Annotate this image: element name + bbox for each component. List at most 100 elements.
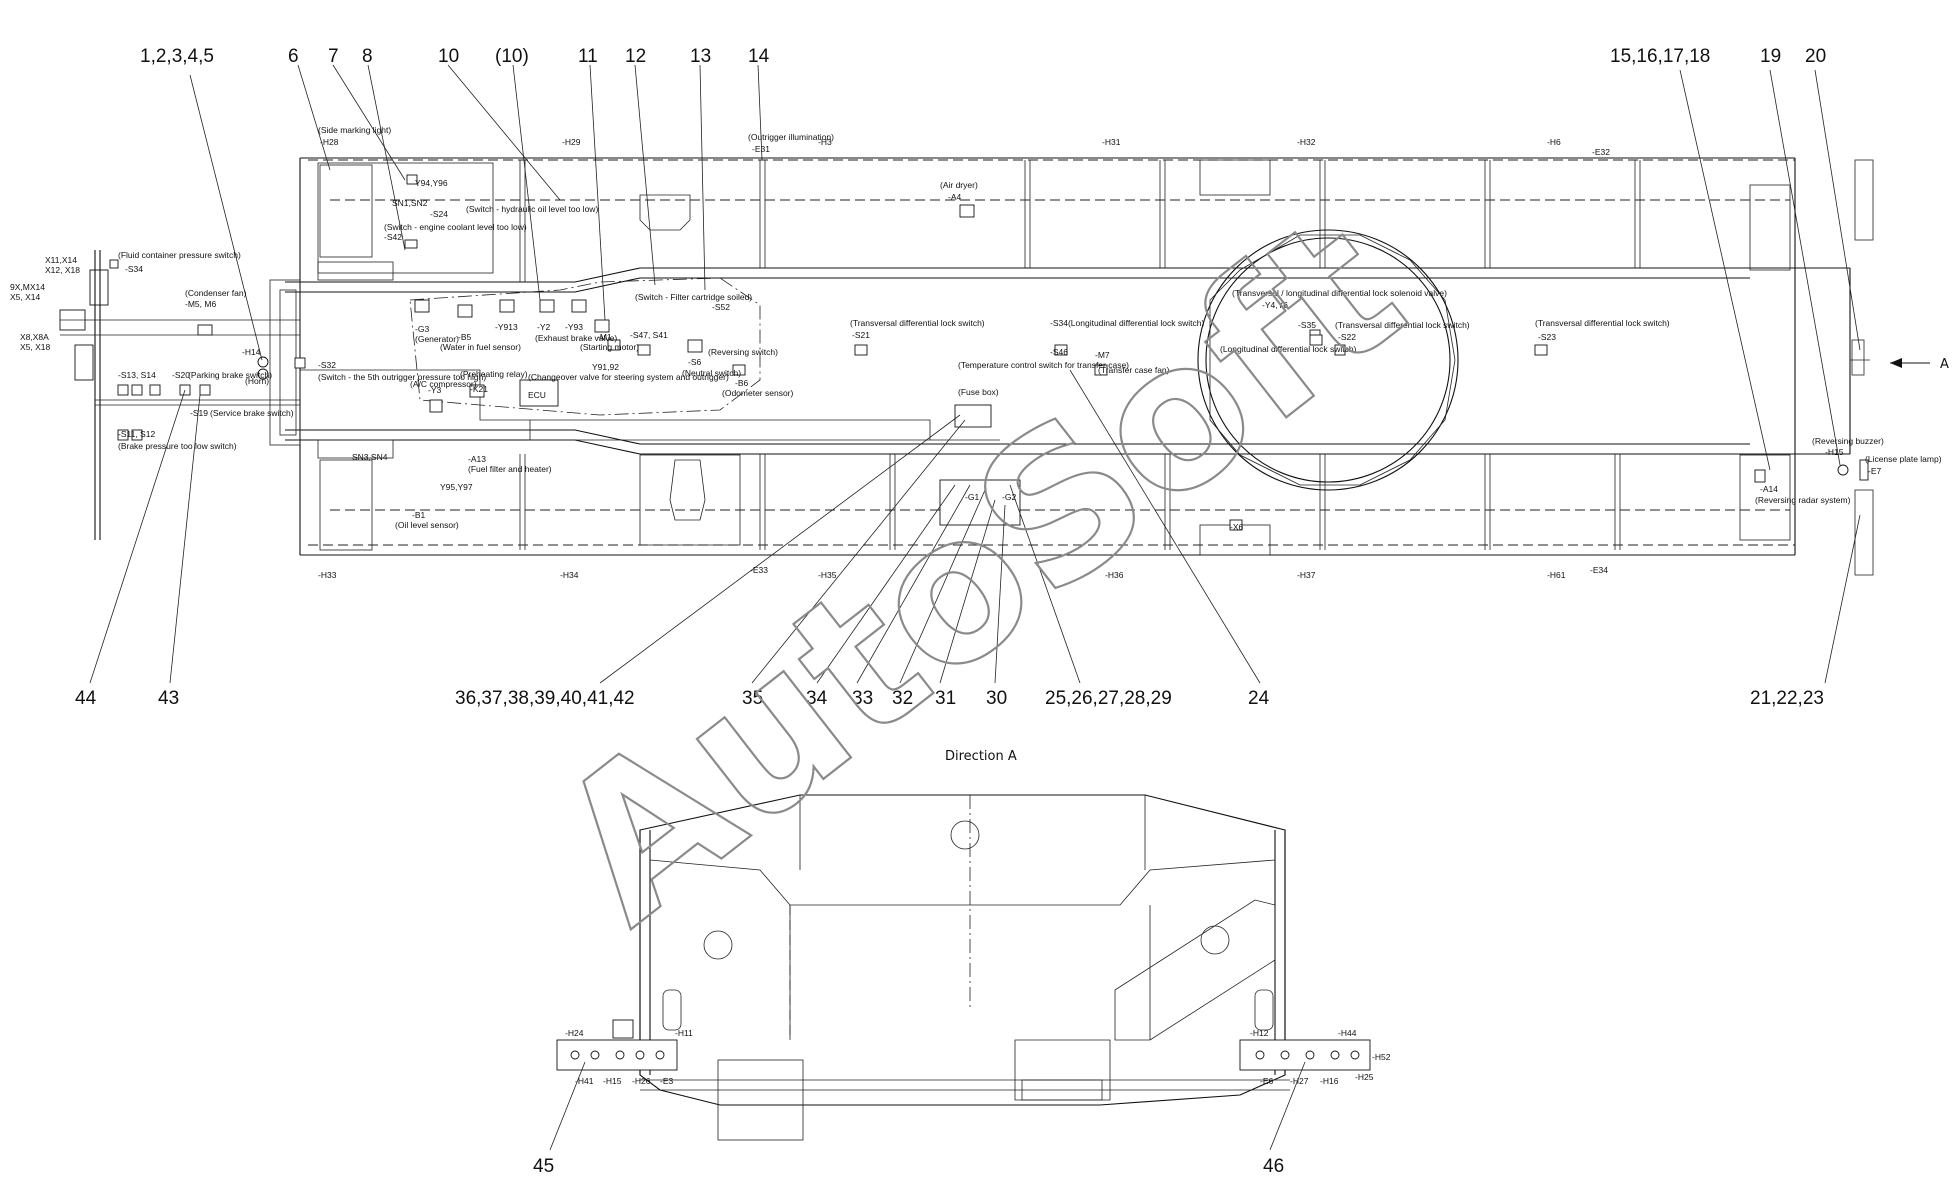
chassis-frame xyxy=(269,157,1874,576)
label-transfer-fan: (Transfer case fan) xyxy=(1098,365,1170,375)
label-h34: -H34 xyxy=(560,570,579,580)
label-h12: -H12 xyxy=(1250,1028,1269,1038)
label-conn-x5b: X5, X18 xyxy=(20,342,51,352)
label-s46: -S46 xyxy=(1050,347,1068,357)
label-a13: -A13 xyxy=(468,454,486,464)
label-fuel-filter: (Fuel filter and heater) xyxy=(468,464,552,474)
label-y93: -Y93 xyxy=(565,322,583,332)
component-labels: (Side marking light) -H28 -H29 -H3 -H31 … xyxy=(10,125,1942,580)
label-y2: -Y2 xyxy=(537,322,551,332)
label-s32: -S32 xyxy=(318,360,336,370)
label-h31: -H31 xyxy=(1102,137,1121,147)
label-preheating: (Preheating relay) xyxy=(460,369,528,379)
label-s6: -S6 xyxy=(688,357,702,367)
label-b1: -B1 xyxy=(412,510,426,520)
label-h52: -H52 xyxy=(1372,1052,1391,1062)
callout-43: 43 xyxy=(158,688,179,709)
callout-10: 10 xyxy=(438,46,459,67)
label-a4: -A4 xyxy=(948,192,962,202)
label-brake-pressure: (Brake pressure too low switch) xyxy=(118,441,237,451)
label-h24: -H24 xyxy=(565,1028,584,1038)
label-h15b: -H15 xyxy=(603,1076,622,1086)
label-odometer: (Odometer sensor) xyxy=(722,388,793,398)
label-air-dryer: (Air dryer) xyxy=(940,180,978,190)
components xyxy=(59,174,1869,540)
callout-36-42: 36,37,38,39,40,41,42 xyxy=(455,688,635,709)
label-reversing-radar: (Reversing radar system) xyxy=(1755,495,1851,505)
callout-20: 20 xyxy=(1805,46,1826,67)
label-ac-compressor: (A/C compressor) xyxy=(410,379,477,389)
label-s23: -S23 xyxy=(1538,332,1556,342)
label-h35: -H35 xyxy=(818,570,837,580)
label-y95: Y95,Y97 xyxy=(440,482,473,492)
label-e33: -E33 xyxy=(750,565,768,575)
label-k21: -K21 xyxy=(470,384,488,394)
label-reversing-buzzer: (Reversing buzzer) xyxy=(1812,436,1884,446)
label-conn-x5a: X5, X14 xyxy=(10,292,41,302)
callout-30: 30 xyxy=(986,688,1007,709)
label-exhaust: (Exhaust brake valve) xyxy=(535,333,617,343)
label-h37: -H37 xyxy=(1297,570,1316,580)
callout-19: 19 xyxy=(1760,46,1781,67)
label-h44: -H44 xyxy=(1338,1028,1357,1038)
label-water-fuel: (Water in fuel sensor) xyxy=(440,342,521,352)
direction-a-view: Direction A xyxy=(533,749,1391,1177)
label-license: (License plate lamp) xyxy=(1865,454,1942,464)
label-e34: -E34 xyxy=(1590,565,1608,575)
label-h61: -H61 xyxy=(1547,570,1566,580)
label-s20: -S20 xyxy=(172,370,190,380)
label-fuse-box: (Fuse box) xyxy=(958,387,999,397)
label-s47: -S47, S41 xyxy=(630,330,668,340)
label-s35: -S35 xyxy=(1298,320,1316,330)
label-h25: -H25 xyxy=(1355,1072,1374,1082)
callout-46: 46 xyxy=(1263,1156,1284,1177)
callout-31: 31 xyxy=(935,688,956,709)
callout-7: 7 xyxy=(328,46,339,67)
label-m5: -M5, M6 xyxy=(185,299,216,309)
label-y9192: Y91,92 xyxy=(592,362,619,372)
label-parking: (Parking brake switch) xyxy=(188,370,272,380)
callout-14: 14 xyxy=(748,46,770,67)
label-hyd-oil: (Switch - hydraulic oil level too low) xyxy=(466,204,598,214)
label-outrigger-illum: (Outrigger illumination) xyxy=(748,132,834,142)
label-reversing-switch: (Reversing switch) xyxy=(708,347,778,357)
callout-25-29: 25,26,27,28,29 xyxy=(1045,688,1172,709)
label-conn-x11: X11,X14 xyxy=(45,255,77,265)
label-long-diff: (Longitudinal differential lock switch) xyxy=(1220,344,1357,354)
callouts-top: 1,2,3,4,5 6 7 8 10 (10) 11 12 13 14 15,1… xyxy=(140,46,1826,67)
callout-12: 12 xyxy=(625,46,646,67)
label-m1: -M1 xyxy=(597,332,612,342)
label-conn-x8: X8,X8A xyxy=(20,332,49,342)
label-starting-motor: (Starting motor) xyxy=(580,342,639,352)
label-s42: -S42 xyxy=(384,232,402,242)
label-s34-left: -S34 xyxy=(125,264,143,274)
label-e6: -E6 xyxy=(1260,1076,1274,1086)
callout-21-23: 21,22,23 xyxy=(1750,688,1824,709)
label-g3: -G3 xyxy=(415,324,429,334)
label-s13: -S13, S14 xyxy=(118,370,156,380)
label-g2: -G2 xyxy=(1002,492,1016,502)
label-outrigger-pressure: (Switch - the 5th outrigger pressure too… xyxy=(318,372,486,382)
label-side-marking: (Side marking light) xyxy=(318,125,391,135)
callout-35: 35 xyxy=(742,688,763,709)
direction-view-title: Direction A xyxy=(945,749,1017,764)
label-trans-diff2: (Transversal differential lock switch) xyxy=(1335,320,1470,330)
label-h36: -H36 xyxy=(1105,570,1124,580)
label-service-brake: (Service brake switch) xyxy=(210,408,294,418)
callout-44: 44 xyxy=(75,688,97,709)
label-m7: -M7 xyxy=(1095,350,1110,360)
callout-8: 8 xyxy=(362,46,373,67)
label-e3: -E3 xyxy=(660,1076,674,1086)
label-e32: -E32 xyxy=(1592,147,1610,157)
label-temp-control: (Temperature control switch for transfer… xyxy=(958,360,1129,370)
label-filter-cartridge: (Switch - Filter cartridge soiled) xyxy=(635,292,752,302)
label-oil-level: (Oil level sensor) xyxy=(395,520,459,530)
label-h29: -H29 xyxy=(562,137,581,147)
label-h3: -H3 xyxy=(818,137,832,147)
callout-34: 34 xyxy=(806,688,828,709)
label-changeover: (Changeover valve for steering system an… xyxy=(528,372,729,382)
label-g1: -G1 xyxy=(965,492,979,502)
label-b5: -B5 xyxy=(458,332,472,342)
label-h27: -H27 xyxy=(1290,1076,1309,1086)
